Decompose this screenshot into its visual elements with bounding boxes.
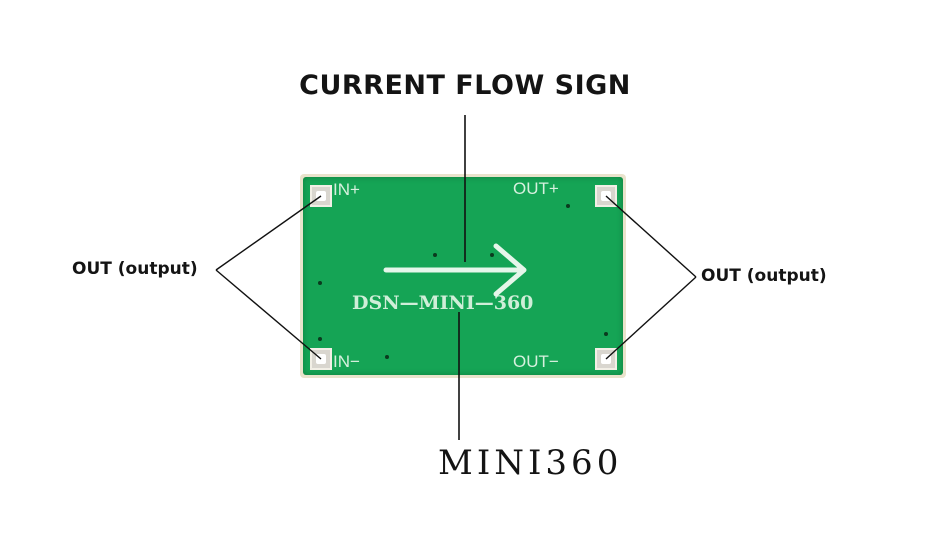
in-plus-label: IN+ bbox=[333, 180, 360, 199]
via-dot bbox=[604, 332, 608, 336]
right-callout-line-top bbox=[605, 195, 697, 278]
current-flow-heading: CURRENT FLOW SIGN bbox=[299, 70, 631, 101]
right-arrow-icon bbox=[383, 243, 527, 297]
left-callout-line-top bbox=[215, 195, 322, 271]
via-dot bbox=[433, 253, 437, 257]
model-name: MINI360 bbox=[438, 443, 623, 483]
right-callout-line-bottom bbox=[605, 276, 697, 360]
via-dot bbox=[490, 253, 494, 257]
via-dot bbox=[318, 337, 322, 341]
via-dot bbox=[566, 204, 570, 208]
via-dot bbox=[385, 355, 389, 359]
out-plus-label: OUT+ bbox=[513, 179, 559, 198]
pcb-board bbox=[303, 177, 623, 375]
out-minus-label: OUT− bbox=[513, 352, 559, 371]
in-minus-label: IN− bbox=[333, 352, 360, 371]
board-model-label: DSN—MINI—360 bbox=[352, 292, 534, 314]
left-output-callout: OUT (output) bbox=[72, 259, 198, 279]
via-dot bbox=[318, 281, 322, 285]
left-callout-line-bottom bbox=[215, 269, 322, 360]
right-output-callout: OUT (output) bbox=[701, 266, 827, 286]
